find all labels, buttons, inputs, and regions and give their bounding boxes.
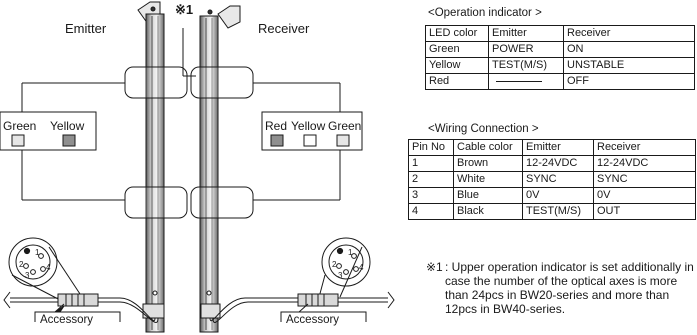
wiring-connection-table: Pin No Cable color Emitter Receiver 1 Br… (408, 139, 696, 220)
table-cell: SYNC (522, 171, 594, 188)
accessory-bracket-right (280, 311, 367, 322)
table-header: LED color (425, 25, 489, 42)
table-row: 2 White SYNC SYNC (408, 171, 696, 188)
table-cell: Red (425, 73, 489, 90)
emitter-led-yellow (62, 134, 76, 147)
emitter-title: Emitter (65, 21, 107, 36)
table-cell: OUT (593, 203, 696, 220)
receiver-pin-3: 3 (338, 271, 343, 280)
table-cell: 0V (522, 187, 594, 204)
receiver-led-label-yellow: Yellow (291, 119, 326, 133)
receiver-cable (209, 291, 395, 323)
receiver-led-green (336, 134, 350, 147)
table-row: 1 Brown 12-24VDC 12-24VDC (408, 155, 696, 172)
receiver-title: Receiver (258, 21, 310, 36)
emitter-pin-3: 3 (25, 271, 30, 280)
operation-indicator-table: LED color Emitter Receiver Green POWER O… (425, 25, 695, 90)
table-header-row: LED color Emitter Receiver (425, 25, 695, 42)
receiver-unit (199, 5, 241, 333)
table-cell: SYNC (593, 171, 696, 188)
table-cell: TEST(M/S) (488, 57, 564, 74)
footnote-text: : Upper operation indicator is set addit… (445, 260, 694, 316)
receiver-pin-1: 1 (348, 248, 353, 257)
accessory-label-right: Accessory (286, 314, 340, 326)
table-cell: Green (425, 41, 489, 58)
receiver-indicator-upper (190, 66, 254, 99)
table-cell-dash (488, 73, 564, 90)
table-cell: 3 (408, 187, 454, 204)
emitter-pin-2: 2 (19, 260, 24, 269)
emitter-led-label-yellow: Yellow (50, 119, 85, 133)
accessory-bracket-left (34, 311, 121, 322)
emitter-led-green (11, 134, 25, 147)
table-header: Emitter (522, 139, 594, 156)
receiver-led-yellow (303, 134, 317, 147)
table-row: Green POWER ON (425, 41, 695, 58)
footnote-marker: ※1 (426, 260, 443, 274)
note-marker-label: ※1 (175, 2, 194, 17)
table-cell: UNSTABLE (563, 57, 695, 74)
table-row: Red OFF (425, 73, 695, 90)
table-header: Pin No (408, 139, 454, 156)
table-cell: Yellow (425, 57, 489, 74)
footnote: ※1 : Upper operation indicator is set ad… (426, 260, 696, 316)
table-cell: 4 (408, 203, 454, 220)
emitter-indicator-upper (124, 66, 188, 99)
emitter-led-label-green: Green (3, 119, 37, 133)
emitter-unit (137, 1, 165, 333)
emitter-pin-4: 4 (46, 263, 51, 272)
table-header-row: Pin No Cable color Emitter Receiver (408, 139, 696, 156)
receiver-indicator-lower (190, 186, 254, 219)
table-header: Cable color (453, 139, 523, 156)
table-cell: 0V (593, 187, 696, 204)
table-cell: 2 (408, 171, 454, 188)
accessory-label-left: Accessory (40, 314, 94, 326)
wiring-connection-title: <Wiring Connection > (428, 123, 539, 135)
receiver-led-label-green: Green (328, 119, 362, 133)
operation-indicator-title: <Operation indicator > (428, 7, 542, 19)
table-cell: TEST(M/S) (522, 203, 594, 220)
table-cell: Blue (453, 187, 523, 204)
receiver-led-red (270, 134, 284, 147)
emitter-connector (8, 237, 83, 302)
table-cell: 12-24VDC (593, 155, 696, 172)
table-cell: 1 (408, 155, 454, 172)
table-header: Receiver (563, 25, 695, 42)
table-row: Yellow TEST(M/S) UNSTABLE (425, 57, 695, 74)
table-cell: White (453, 171, 523, 188)
receiver-connector (317, 237, 371, 302)
receiver-pin-4: 4 (359, 263, 364, 272)
emitter-pin-1: 1 (35, 248, 40, 257)
table-cell: Brown (453, 155, 523, 172)
receiver-pin-2: 2 (332, 260, 337, 269)
emitter-indicator-lower (124, 186, 188, 219)
table-row: 4 Black TEST(M/S) OUT (408, 203, 696, 220)
dash-line (496, 80, 542, 82)
table-header: Emitter (488, 25, 564, 42)
table-cell: ON (563, 41, 695, 58)
receiver-led-label-red: Red (265, 119, 288, 133)
table-cell: POWER (488, 41, 564, 58)
emitter-cable (3, 291, 159, 323)
table-row: 3 Blue 0V 0V (408, 187, 696, 204)
table-cell: 12-24VDC (522, 155, 594, 172)
table-cell: OFF (563, 73, 695, 90)
table-header: Receiver (593, 139, 696, 156)
table-cell: Black (453, 203, 523, 220)
